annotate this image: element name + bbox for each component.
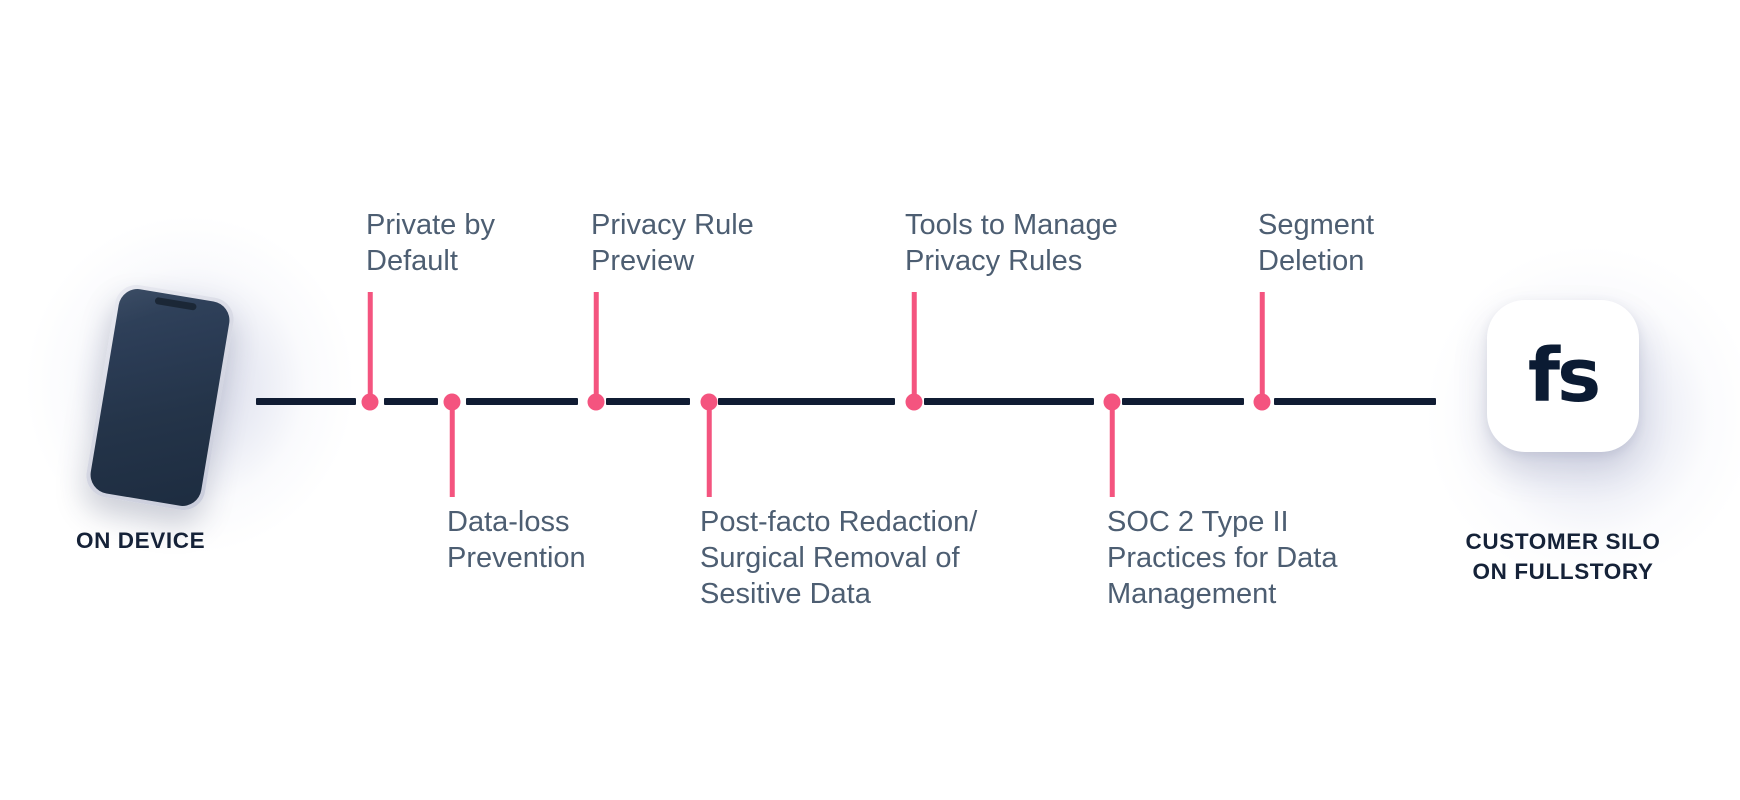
fullstory-logo-icon: fs (1487, 300, 1639, 452)
milestone-dot-2[interactable] (443, 393, 461, 411)
connector-stem-3 (593, 292, 599, 404)
on-device-caption: ON DEVICE (76, 528, 206, 553)
axis-segment (718, 398, 895, 405)
axis-segment (1122, 398, 1244, 405)
milestone-label-1: Private by Default (366, 209, 495, 277)
milestone-dot-6[interactable] (1103, 393, 1121, 411)
milestone-dot-3[interactable] (587, 393, 605, 411)
milestone-label-6: SOC 2 Type II Practices for Data Managem… (1107, 506, 1338, 610)
axis-segment (606, 398, 690, 405)
connector-stem-5 (911, 292, 917, 404)
connector-stem-7 (1259, 292, 1265, 404)
phone-screen (87, 286, 233, 509)
milestone-dot-5[interactable] (905, 393, 923, 411)
milestone-label-3: Privacy Rule Preview (591, 209, 754, 277)
milestone-label-5: Tools to Manage Privacy Rules (905, 209, 1118, 277)
milestone-dot-1[interactable] (361, 393, 379, 411)
milestone-label-7: Segment Deletion (1258, 209, 1375, 277)
customer-silo-caption: CUSTOMER SILO ON FULLSTORY (1432, 527, 1694, 586)
connector-stem-1 (367, 292, 373, 404)
phone-body (83, 281, 237, 514)
connector-stem-4 (706, 400, 712, 497)
customer-silo-caption-line2: ON FULLSTORY (1472, 558, 1654, 584)
fullstory-wordmark: fs (1527, 333, 1601, 419)
milestone-dot-7[interactable] (1253, 393, 1271, 411)
milestone-dot-4[interactable] (700, 393, 718, 411)
axis-segment (384, 398, 438, 405)
axis-segment (256, 398, 356, 405)
connector-stem-2 (449, 400, 455, 497)
axis-segment (466, 398, 578, 405)
milestone-label-2: Data-loss Prevention (447, 506, 586, 574)
mobile-phone-icon (83, 281, 237, 514)
connector-stem-6 (1109, 400, 1115, 497)
axis-segment (924, 398, 1094, 405)
milestone-label-4: Post-facto Redaction/ Surgical Removal o… (700, 506, 978, 610)
axis-segment (1274, 398, 1436, 405)
customer-silo-caption-line1: CUSTOMER SILO (1465, 529, 1661, 554)
